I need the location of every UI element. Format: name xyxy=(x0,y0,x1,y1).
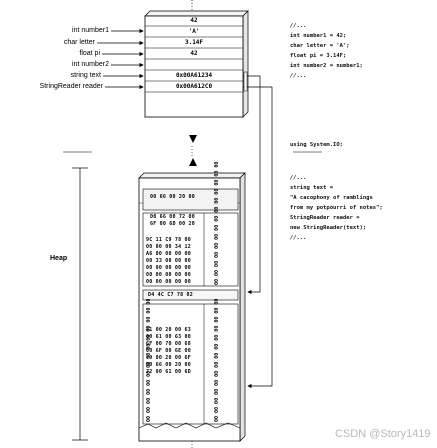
stack-cell-number2: 42 xyxy=(190,50,198,57)
stack-cell-pi: 3.14F xyxy=(184,39,204,46)
heap-block4-row-4: 00 6F 00 6E 00 xyxy=(146,348,191,354)
heap-top-row: 00 66 00 20 00 xyxy=(150,194,195,200)
heap-block4-row-3: 6F 00 70 00 68 xyxy=(146,341,191,347)
code-bottom-line-6: new StringReader(text); xyxy=(290,225,367,231)
heap-box xyxy=(138,172,246,442)
label-arrows xyxy=(97,28,144,90)
heap-block2-row-3: A6 00 00 00 00 xyxy=(146,251,191,257)
label-text: string text xyxy=(70,72,101,79)
code-bottom-line-4: from my potpourri of notes"; xyxy=(290,205,383,211)
code-bottom-line-5: StringReader reader = xyxy=(290,215,360,221)
stack-cell-letter: 'A' xyxy=(188,28,200,35)
code-using: using System.IO; xyxy=(290,142,343,148)
heap-block4-vertical-left: 00 00 00 00 00 00 00 00 00 00 00 00 00 0… xyxy=(146,299,152,422)
heap-block2-row-6: 00 00 00 00 00 xyxy=(146,272,191,278)
heap-block1-row-2: 6F 00 6D 00 20 xyxy=(150,221,195,227)
code-bottom-line-2: string text = xyxy=(290,185,334,191)
stack-cell-number1: 42 xyxy=(190,17,198,24)
label-reader: StringReader reader xyxy=(39,83,103,90)
stack-grows-down-arrow xyxy=(189,135,197,143)
heap-label: Heap xyxy=(50,255,68,262)
heap-block2-row-4: 00 33 00 00 00 xyxy=(146,258,191,264)
code-top-line-1: //... xyxy=(290,23,307,29)
watermark: CSDN @Story1419 xyxy=(335,428,431,440)
code-bottom-line-7: //... xyxy=(290,235,307,241)
code-top-line-4: float pi = 3.14F; xyxy=(290,53,347,59)
label-letter: char letter xyxy=(63,39,95,46)
code-bottom-line-3: "A cacophony of ramblings xyxy=(290,195,373,201)
heap-grows-up-arrow xyxy=(189,158,197,166)
code-top-line-5: int number2 = number1; xyxy=(290,63,363,69)
heap-block2-row-2: 00 00 00 34 12 xyxy=(146,244,191,250)
code-top-line-6: //... xyxy=(290,73,307,79)
heap-block4-row-6: 00 66 00 20 00 xyxy=(146,362,191,368)
heap-block2-row-1: 9C 11 C9 78 00 xyxy=(146,237,191,243)
heap-block2-row-5: 00 00 00 00 00 xyxy=(146,265,191,271)
heap-block3-row: D4 4C C7 78 02 xyxy=(148,292,193,298)
heap-block4-row-2: 00 61 00 63 00 xyxy=(146,334,191,340)
heap-block2-vertical: 00 00 00 00 00 00 00 00 00 00 00 00 00 0… xyxy=(214,161,220,285)
code-bottom-line-1: //... xyxy=(290,175,307,181)
heap-block1-row-1: 00 66 00 72 00 xyxy=(150,214,195,220)
reference-lines xyxy=(243,71,273,389)
heap-block4-row-1: 41 00 20 00 63 xyxy=(146,327,191,333)
stack-cell-reader: 0x00A612C0 xyxy=(175,83,213,90)
heap-block4-vertical-right: 00 00 00 00 00 00 00 00 00 00 00 00 00 0… xyxy=(214,298,220,422)
stack-box xyxy=(144,10,249,118)
stack-cell-text: 0x00A61234 xyxy=(175,72,213,79)
heap-block2-row-7: 00 00 00 00 00 xyxy=(146,279,191,285)
label-number2: int number2 xyxy=(72,61,109,68)
code-top-line-2: int number1 = 42; xyxy=(290,33,347,39)
heap-block4-row-5: 79 00 20 00 6F xyxy=(146,355,191,361)
heap-block4-row-7: 72 00 61 00 6D xyxy=(146,369,191,375)
code-top-line-3: char letter = 'A'; xyxy=(290,43,350,49)
label-number1: int number1 xyxy=(72,27,109,34)
label-pi: float pi xyxy=(79,50,100,57)
